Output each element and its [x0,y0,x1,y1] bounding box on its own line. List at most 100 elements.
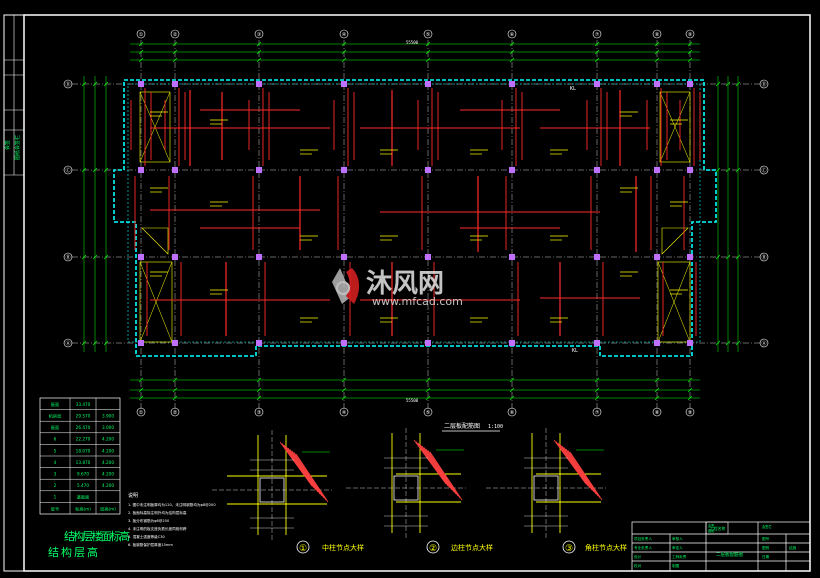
title-block-label: 校对 [634,563,642,568]
general-notes: 说明 1. 图中未注明板厚均为120，未注明钢筋均为φ8@200 2. 板面标高… [128,492,216,547]
column [509,254,515,260]
dimension-tick [425,49,431,55]
axis-bubble [759,79,769,89]
opening-diagonal [659,91,691,163]
approval-label: 会签 [708,523,715,528]
dimension-tick [138,41,144,47]
axis-label: ① [139,410,144,416]
detail-hatch [279,441,313,487]
dimension-tick [735,167,741,173]
column [425,254,431,260]
watermark-brand-en: www.mfcad.com [372,295,463,308]
axis-bubble [170,29,180,39]
column [654,167,660,173]
axis-bubble [652,29,662,39]
dimension-tick [92,254,98,260]
axis-bubble [254,29,264,39]
note-line: 6. 板钢筋保护层厚度15mm [128,542,173,547]
column [256,81,262,87]
note-line: 5. 混凝土强度等级C30 [128,534,166,539]
level-table-cell: 5.470 [77,483,89,488]
level-table-cell: 机房层 [49,412,62,419]
detail-2-label: 边柱节点大样 [451,543,493,552]
detail-2-caption: ② 边柱节点大样 [426,540,493,554]
axis-bubble [507,407,517,417]
dimension-tick [654,377,660,383]
axis-label: ⑦ [595,410,600,416]
detail-3-number: ③ [565,544,573,554]
axis-bubble [254,407,264,417]
axis-bubble [759,338,769,348]
approval-label: 图纸 [708,528,715,533]
detail-hatch [295,453,329,503]
dimension-tick [103,167,109,173]
dimension-tick [725,81,731,87]
axis-label: ⑦ [595,32,600,38]
column [138,340,144,346]
detail-hatch [293,452,327,501]
axis-label: Ⓓ [65,81,70,88]
column [172,81,178,87]
dimension-tick [725,340,731,346]
detail-hatch [281,443,315,489]
dimension-tick [654,387,660,393]
dimension-tick [138,49,144,55]
dimension-tick [594,57,600,63]
detail-hatch [417,442,451,489]
dimension-tick [687,387,693,393]
column [256,340,262,346]
column [687,340,693,346]
detail-hatch [427,450,461,499]
level-table-cell: 4.200 [102,483,114,488]
dimension-tick [138,395,144,401]
axis-label: ⑥ [510,410,515,416]
dimension-tick [103,340,109,346]
dimension-tick [715,167,721,173]
opening [139,91,171,163]
opening [141,227,169,255]
title-block-label: 项目负责人 [634,536,652,541]
column [654,340,660,346]
dimension-tick [256,49,262,55]
level-table-cell: 26.470 [76,425,91,430]
column [654,254,660,260]
axis-label: Ⓐ [65,340,70,347]
detail-hatch [291,450,325,499]
rebar-annotations [150,111,688,323]
dimension-tick [256,41,262,47]
dimension-tick [341,377,347,383]
axis-bubble [423,407,433,417]
axis-bubble [592,29,602,39]
rebar-lines [130,88,701,336]
dimension-tick [425,41,431,47]
approval-label: 会签栏 [762,524,772,529]
column [425,81,431,87]
detail-hatch [421,445,455,493]
dimension-tick [341,49,347,55]
detail-hatch [563,447,597,495]
dimension-tick [341,57,347,63]
axis-label: Ⓑ [65,254,70,261]
title-block-project-label: 工程名称 [710,526,725,531]
level-table-cell: 屋面 [51,425,59,431]
detail-hatch [559,444,593,491]
dimension-tick [509,49,515,55]
title-block-field: 日期 [762,554,770,559]
dimension-tick [256,57,262,63]
detail-hatch [415,441,449,487]
dimension-tick [172,387,178,393]
column [256,167,262,173]
axis-bubble [423,29,433,39]
level-table-cell: 屋面 [51,402,59,408]
dimension-tick [509,377,515,383]
dimension-tick [735,254,741,260]
detail-hatch [569,451,603,501]
axis-bubble [63,79,73,89]
level-table-cell: 4 [54,460,57,465]
column [594,81,600,87]
level-table-cell: 3.900 [102,413,114,418]
watermark-brand-cn: 沐风网 [366,269,444,299]
dimension-tick [172,41,178,47]
level-table-cell: 2 [54,483,57,488]
